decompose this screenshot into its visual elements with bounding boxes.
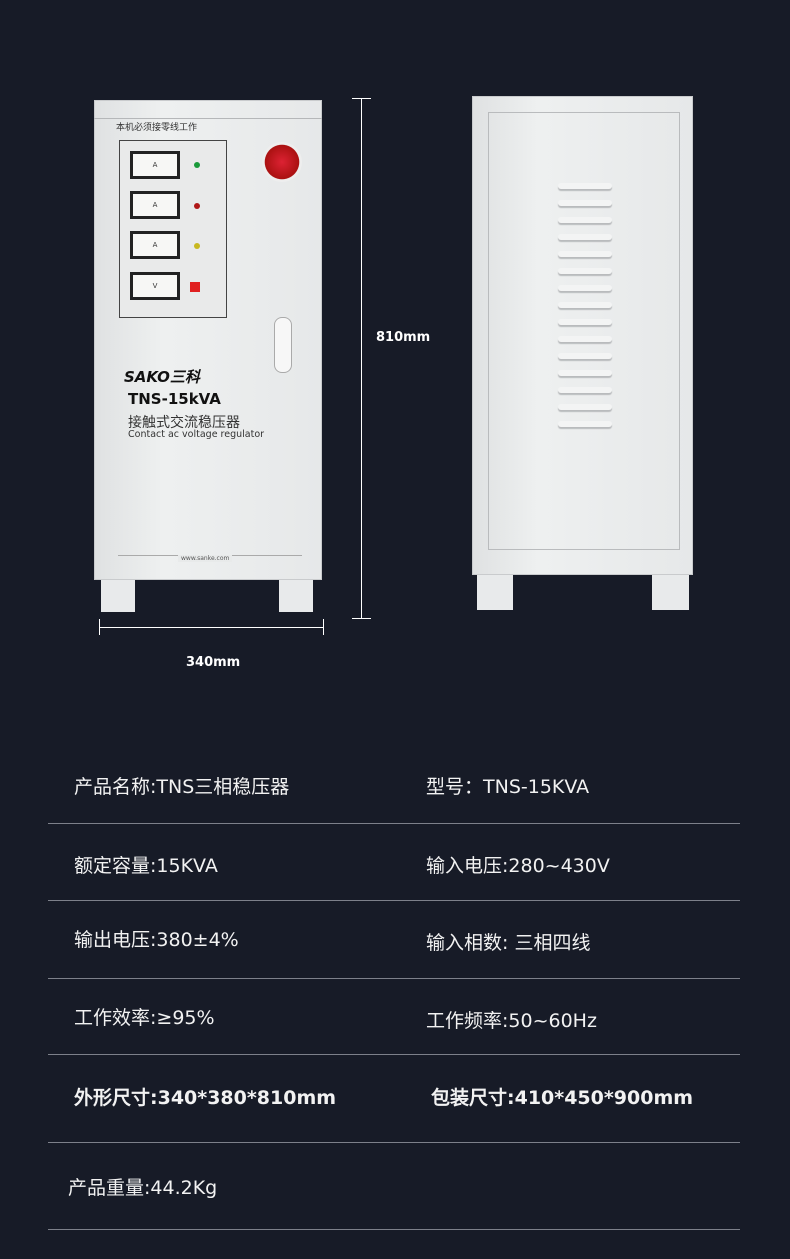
green-led-icon (194, 162, 200, 168)
regulator-back-view (472, 96, 693, 575)
meter-v: V (130, 272, 180, 300)
product-name-cn: 接触式交流稳压器 (128, 415, 240, 431)
red-led-icon (194, 203, 200, 209)
spec-input-phases: 输入相数: 三相四线 (426, 932, 591, 954)
spec-efficiency: 工作效率:≥95% (74, 1007, 215, 1029)
door-handle (274, 317, 292, 373)
height-label: 810mm (376, 330, 431, 345)
quality-badge-icon (262, 142, 302, 182)
product-name-en: Contact ac voltage regulator (128, 429, 265, 440)
selector-switch (190, 282, 200, 292)
spec-weight: 产品重量:44.2Kg (68, 1177, 218, 1199)
spec-input-voltage: 输入电压:280~430V (426, 855, 610, 877)
front-foot-left (101, 580, 135, 612)
spec-package-size: 包装尺寸:410*450*900mm (431, 1087, 694, 1109)
brand-logo: SAKO三科 (124, 368, 200, 386)
width-dimension-line (99, 627, 323, 628)
spec-frequency: 工作频率:50~60Hz (426, 1010, 597, 1032)
spec-product-name: 产品名称:TNS三相稳压器 (74, 776, 290, 798)
back-foot-right (652, 575, 689, 610)
regulator-front-view: 本机必须接零线工作 A A A V SAKO三科 TNS-15kVA 接触式交流… (94, 100, 322, 580)
meter-b: A (130, 191, 180, 219)
spec-dimensions: 外形尺寸:340*380*810mm (74, 1087, 337, 1109)
spec-output-voltage: 输出电压:380±4% (74, 929, 239, 951)
yellow-led-icon (194, 243, 200, 249)
spec-capacity: 额定容量:15KVA (74, 855, 218, 877)
website: www.sanke.com (178, 555, 233, 562)
height-dimension-line (361, 98, 362, 618)
meter-c: A (130, 231, 180, 259)
spec-model: 型号：TNS-15KVA (426, 776, 590, 798)
back-foot-left (477, 575, 513, 610)
model-label: TNS-15kVA (128, 390, 221, 408)
width-label: 340mm (186, 655, 241, 670)
front-foot-right (279, 580, 313, 612)
warning-label: 本机必须接零线工作 (116, 123, 198, 133)
meter-a: A (130, 151, 180, 179)
meter-panel: A A A V (119, 140, 227, 318)
